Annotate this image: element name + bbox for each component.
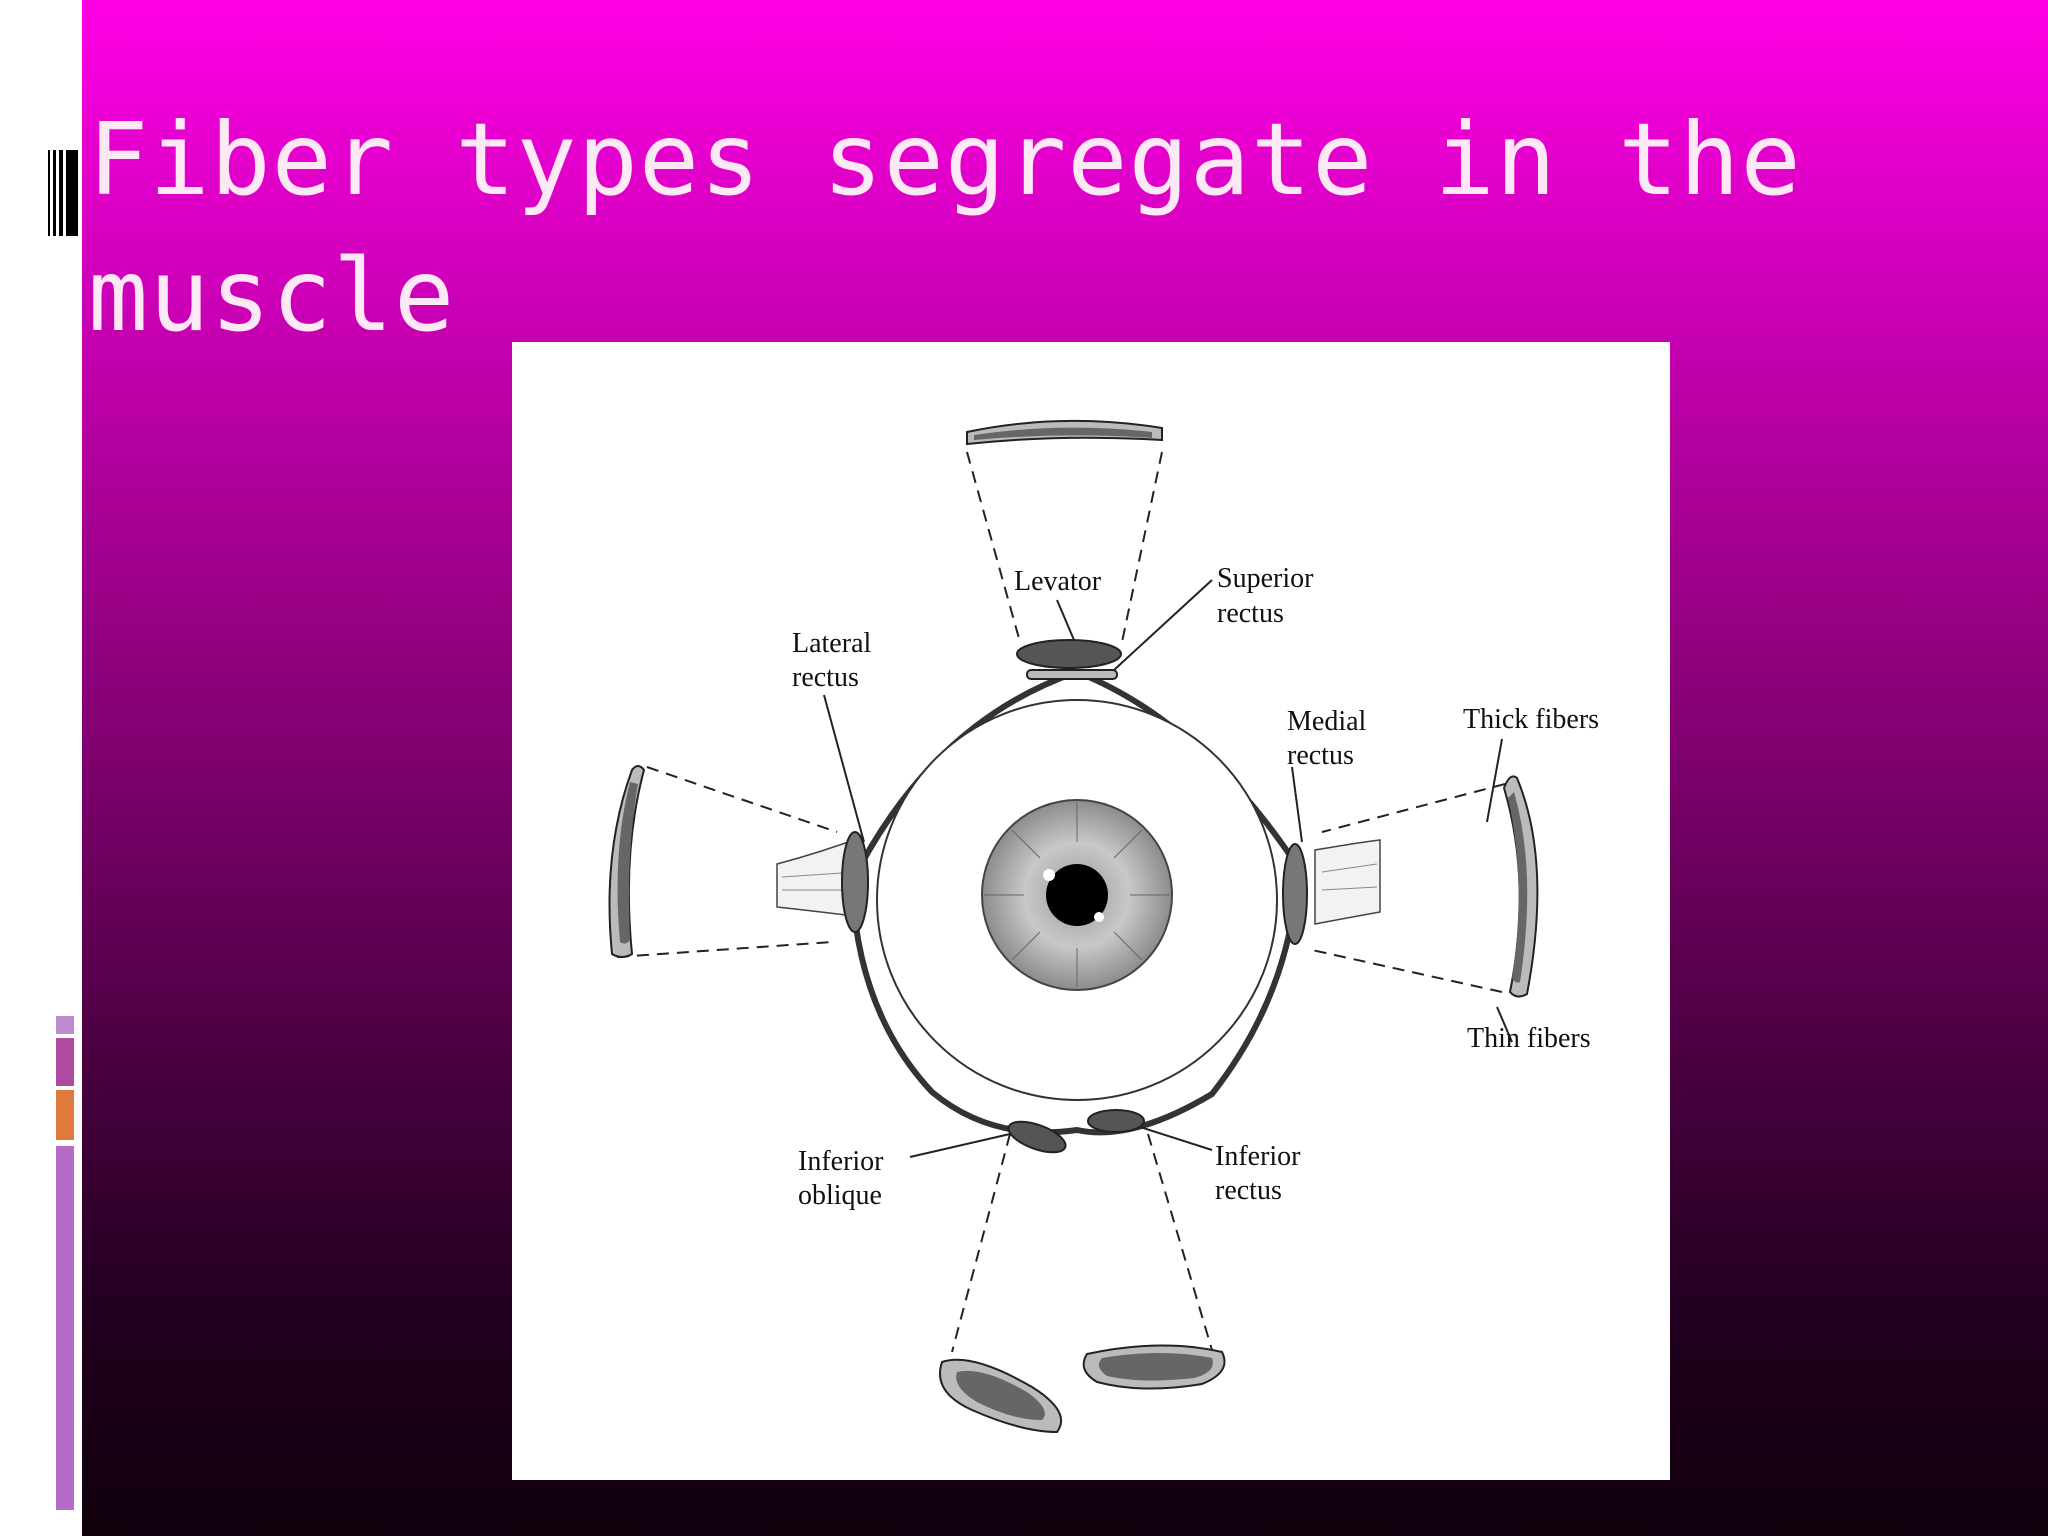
projection-lines [616,451,1506,1353]
lateral-rectus-muscle [841,831,869,933]
iris-lines [984,802,1170,988]
lateral-rectus-cross-section [608,765,646,958]
label-levator: Levator [1014,566,1102,597]
medial-rectus-muscle [1282,843,1308,945]
decorative-stripes-top [48,150,78,236]
tendon-bundles [776,835,1381,925]
leader-lines [823,579,1513,1158]
label-medial-rectus-line2: rectus [1287,740,1354,771]
decorative-bars-bottom [56,1016,74,1510]
label-inferior-oblique-line1: Inferior [798,1146,884,1177]
inferior-muscles [1007,1109,1145,1154]
label-inferior-rectus-line2: rectus [1215,1175,1282,1206]
inferior-oblique-cross-section [939,1358,1062,1434]
label-inferior-rectus-line1: Inferior [1215,1141,1301,1172]
label-inferior-oblique-line2: oblique [798,1180,882,1211]
inferior-rectus-cross-section [1082,1344,1226,1390]
label-thin-fibers: Thin fibers [1467,1023,1591,1054]
superior-muscles [1016,639,1122,680]
label-lateral-rectus-line2: rectus [792,662,859,693]
slide-title: Fiber types segregate in the muscle [88,101,1802,354]
label-superior-rectus-line1: Superior [1217,563,1314,594]
label-thick-fibers: Thick fibers [1463,704,1599,735]
medial-rectus-cross-section [1502,775,1539,998]
label-lateral-rectus-line1: Lateral [792,628,871,659]
label-superior-rectus-line2: rectus [1217,598,1284,629]
eyeball [848,668,1302,1136]
eye-muscle-diagram: Levator Superior rectus Lateral rectus M… [512,342,1670,1480]
label-medial-rectus-line1: Medial [1287,706,1367,737]
levator-cross-section [966,419,1163,446]
